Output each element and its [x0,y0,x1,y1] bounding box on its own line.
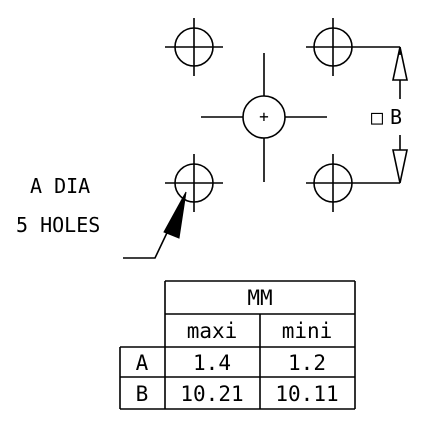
callout-line-2: 5 HOLES [16,213,100,237]
table-row-label: A [136,351,149,375]
hole-center [201,53,327,182]
table-col-header-mini: mini [282,319,333,343]
dimension-line-b [392,46,408,184]
hole-bottom-left [165,154,223,212]
dimension-table [119,280,356,410]
hole-top-right [306,18,400,76]
dimension-label: B [390,105,402,129]
center-hole-mark: + [259,107,269,126]
table-cell-b-maxi: 10.21 [180,382,243,406]
hole-bottom-right [306,154,400,212]
callout-arrowhead [163,191,187,239]
table-cell-a-maxi: 1.4 [193,351,231,375]
table-col-header-maxi: maxi [187,319,238,343]
dimension-square-symbol: □ [371,105,383,129]
table-cell-b-mini: 10.11 [275,382,338,406]
table-row-label: B [136,382,149,406]
callout-line-1: A DIA [30,174,90,198]
table-cell-a-mini: 1.2 [288,351,326,375]
hole-top-left [165,18,223,76]
table-unit-header: MM [247,286,272,310]
